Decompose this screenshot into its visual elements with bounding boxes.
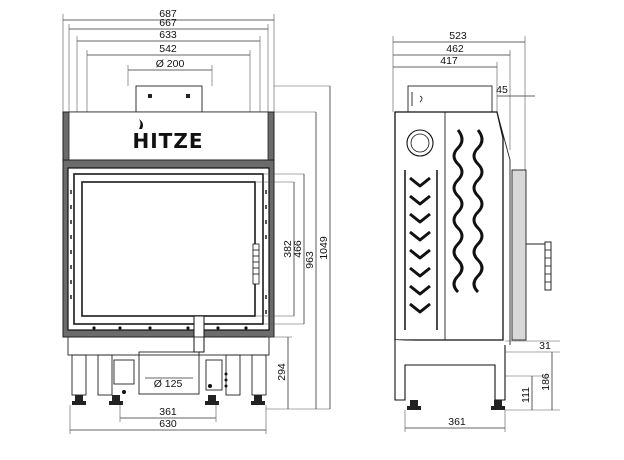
door-frame [73, 173, 264, 325]
dim-front-overall-width: 687 [159, 8, 177, 20]
dim-air-inlet-diameter: Ø 125 [154, 378, 183, 390]
flue-collar [135, 85, 203, 113]
side-view: 523 462 417 45 [392, 30, 560, 432]
front-top-dimensions [62, 14, 275, 112]
dim-feet-spacing: 361 [159, 406, 177, 418]
front-height-dimensions [255, 85, 331, 410]
dim-side-overall-depth: 523 [449, 30, 467, 42]
side-door-frame [511, 169, 527, 341]
front-view: 687 667 633 542 Ø 200 HITZE [62, 8, 331, 434]
dim-side-lower: 111 [520, 387, 532, 403]
dim-side-inlet: 186 [540, 373, 552, 391]
dim-side-depth-2: 462 [446, 43, 464, 55]
dim-glass-height: 382 [282, 240, 294, 258]
dim-body-height: 963 [304, 251, 316, 269]
dim-flue-diameter: Ø 200 [156, 58, 185, 70]
door-handle [252, 243, 260, 285]
dim-handle-depth: 45 [496, 84, 508, 96]
dim-side-base: 361 [448, 416, 466, 428]
brand-logo: HITZE [133, 129, 204, 153]
dim-front-inner-width: 542 [159, 43, 177, 55]
side-base [394, 340, 506, 401]
dim-side-foot: 31 [539, 340, 551, 352]
flame-icon [139, 119, 143, 129]
dim-base-width: 630 [159, 418, 177, 430]
dim-base-height: 294 [276, 363, 288, 381]
side-flue-collar [407, 85, 493, 113]
dim-door-height: 466 [292, 240, 304, 258]
front-base [67, 336, 270, 405]
dim-side-depth-3: 417 [440, 55, 458, 67]
dim-overall-height: 1049 [318, 236, 330, 260]
dim-front-width-2: 667 [159, 17, 177, 29]
side-body [394, 111, 504, 341]
ash-lever [193, 315, 205, 353]
dim-front-width-3: 633 [159, 29, 177, 41]
convection-channels [409, 129, 484, 314]
